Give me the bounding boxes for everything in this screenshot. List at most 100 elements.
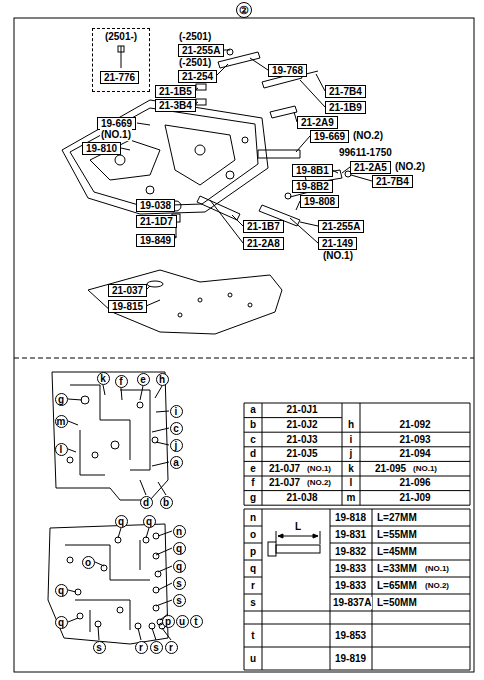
callout-circle: i (170, 405, 183, 418)
grid-line (262, 509, 263, 670)
table-cell: 19-837A (332, 597, 372, 609)
part-number-box: 21-7B4 (372, 175, 413, 188)
callout-circle: h (156, 373, 169, 386)
table-cell: a (249, 404, 257, 416)
pin-part (118, 46, 124, 68)
grid-line (360, 403, 361, 505)
grid-line (244, 543, 262, 544)
grid-line (244, 403, 470, 404)
callout-letter: q (146, 516, 152, 527)
part-number-box: 19-768 (268, 64, 307, 77)
table-cell: L=45MM (376, 546, 418, 558)
part-number: 21-1D7 (140, 216, 173, 227)
callout-circle: k (97, 372, 110, 385)
part-number: 21-3B4 (159, 100, 192, 111)
table-cell: 19-819 (334, 653, 367, 665)
part-number-box: 19-669 (310, 130, 349, 143)
grid-line (244, 560, 262, 561)
callout-circle: c (170, 422, 183, 435)
table-cell: 21-0J7 (268, 477, 301, 489)
grid-line (244, 647, 470, 648)
table-cell: (NO.2) (306, 477, 332, 489)
callout-letter: f (119, 376, 122, 387)
part-number-box: 19-810 (82, 142, 121, 155)
part-number-box: 19-849 (136, 234, 175, 247)
table-cell: 21-092 (398, 419, 431, 431)
callout-circle: s (150, 641, 163, 654)
table-cell: L=27MM (376, 512, 418, 524)
note: (-2501) (178, 57, 212, 69)
table-cell: f (250, 477, 255, 489)
table-cell: (NO.2) (424, 580, 450, 592)
callout-letter: h (159, 374, 165, 385)
part-number: 21-1B7 (247, 221, 280, 232)
table-cell: 21-094 (398, 448, 431, 460)
grid-line (244, 509, 470, 510)
table-cell: (NO.1) (424, 563, 450, 575)
table-cell: (NO.1) (412, 463, 438, 475)
bolt-head (117, 607, 123, 613)
table-cell: t (250, 630, 255, 642)
table-cell: L=55MM (376, 529, 418, 541)
part-number-box: 19-8B1 (292, 164, 333, 177)
table-cell: 21-096 (398, 477, 431, 489)
table-cell: k (347, 463, 355, 475)
part-number: (2501-) (105, 31, 137, 42)
dimension: L (294, 521, 302, 533)
callout-letter: o (85, 557, 91, 568)
part-number-box: 19-8B2 (292, 180, 333, 193)
callout-letter: q (176, 561, 182, 572)
callout-letter: q (58, 617, 64, 628)
grid-line (244, 594, 262, 595)
callout-letter: i (175, 406, 178, 417)
table-cell: 19-833 (334, 580, 367, 592)
callout-circle: s (93, 641, 106, 654)
grid-line (244, 446, 470, 447)
part-number-box: 21-2A8 (243, 237, 284, 250)
callout-letter: s (176, 578, 182, 589)
note: (NO.2) (352, 130, 384, 142)
bolt-head (67, 557, 73, 563)
frame (14, 18, 474, 672)
callout-letter: s (96, 642, 102, 653)
note: (NO.2) (394, 161, 426, 173)
callout-circle: t (190, 615, 203, 628)
grid-line (244, 526, 262, 527)
section-divider (14, 358, 474, 359)
part-number: 21-2A5 (354, 162, 387, 173)
table-grid (244, 403, 470, 670)
callout-letter: m (57, 416, 66, 427)
table-cell: 19-833 (334, 563, 367, 575)
part-number-box: 19-808 (300, 195, 339, 208)
callout-circle: q (55, 616, 68, 629)
part-number-box: 21-776 (100, 71, 139, 84)
part-number-box: 19-038 (136, 199, 175, 212)
note: 99611-1750 (338, 147, 393, 159)
callout-letter: r (139, 642, 143, 653)
part-number: 21-2A9 (301, 117, 334, 128)
note: (-2501) (178, 31, 212, 43)
table-cell: L=33MM (376, 563, 418, 575)
grid-line (244, 611, 470, 612)
callout-letter: a (173, 457, 179, 468)
part-number-box: 21-149 (318, 237, 357, 250)
callout-circle: ② (236, 2, 252, 18)
callout-circle: n (173, 525, 186, 538)
callout-letter: d (143, 497, 149, 508)
part-number-box: 21-2A5 (350, 161, 391, 174)
table-cell: d (249, 448, 257, 460)
table-cell: 19-853 (334, 630, 367, 642)
part-number-box: 21-1B7 (243, 220, 284, 233)
callout-letter: s (153, 642, 159, 653)
grid-line (262, 403, 263, 505)
table-cell: c (249, 434, 257, 446)
callout-circle: d (140, 496, 153, 509)
callout-letter: s (176, 595, 182, 606)
part-number: 21-776 (104, 72, 135, 83)
table-cell: 21-0J5 (285, 448, 318, 460)
table-cell: e (249, 463, 257, 475)
table-cell: b (249, 419, 257, 431)
callout-circle: e (137, 373, 150, 386)
callout-letter: b (163, 497, 169, 508)
table-cell: (NO.1) (306, 463, 332, 475)
